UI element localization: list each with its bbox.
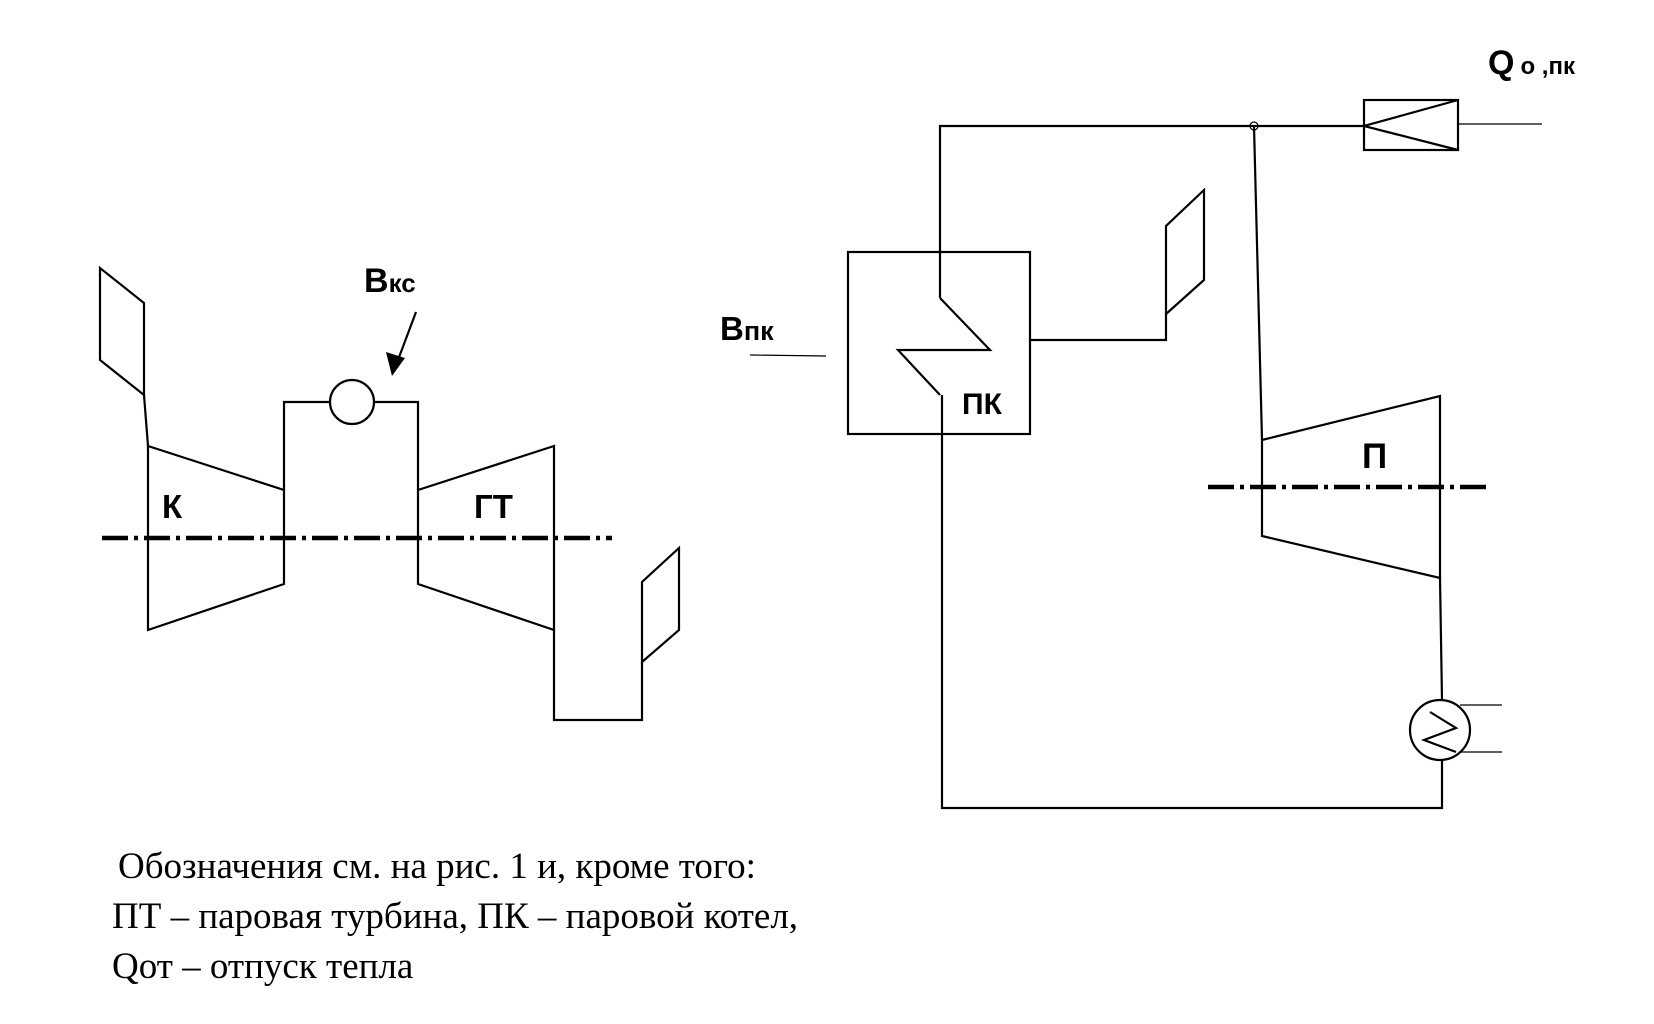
combustion-chamber — [328, 378, 376, 426]
compressor-k — [146, 444, 286, 632]
peak-unit-arrow — [1359, 98, 1459, 152]
condenser-coil — [1420, 711, 1459, 754]
steam-outlet-line — [938, 124, 1254, 298]
figure-caption: Обозначения см. на рис. 1 и, кроме того:… — [112, 842, 798, 992]
condenser — [1408, 698, 1472, 762]
fuel-arrow-line — [396, 311, 418, 361]
fuel-flow-label: Вкс — [364, 262, 416, 300]
steam-turbine-label: П — [1362, 437, 1387, 476]
boiler-heating-coil — [895, 297, 993, 396]
gas-turbine-unit: Вкс К ГТ — [98, 262, 681, 722]
boiler-stack — [1164, 187, 1206, 317]
caption-line-2: ПТ – паровая турбина, ПК – паровой котел… — [112, 896, 799, 937]
fuel-arrow-head — [386, 352, 405, 376]
turbine-to-condenser-line — [1438, 577, 1444, 701]
compressor-air-intake — [98, 265, 146, 398]
combustor-to-gas-turbine-line — [374, 400, 420, 490]
boiler-fuel-flow-label: Впк — [720, 310, 774, 347]
compressor-label: К — [162, 488, 183, 525]
boiler-label: ПК — [962, 388, 1003, 421]
caption-line-1: Обозначения см. на рис. 1 и, кроме того: — [118, 846, 756, 887]
boiler-fuel-line — [749, 354, 827, 357]
compressor-to-combustor-line — [282, 400, 330, 490]
caption-line-3: Qот – отпуск тепла — [112, 946, 414, 987]
gas-turbine-exhaust-duct — [552, 630, 644, 722]
gas-turbine-label: ГТ — [474, 488, 513, 525]
steam-main-to-turbine-line — [1252, 125, 1264, 441]
feedwater-return-line — [940, 395, 1444, 810]
boiler-flue-gas-line — [1030, 314, 1168, 342]
intake-to-compressor-line — [142, 394, 150, 447]
peak-heat-supply-unit — [1362, 98, 1460, 152]
exhaust-stack — [640, 545, 681, 665]
